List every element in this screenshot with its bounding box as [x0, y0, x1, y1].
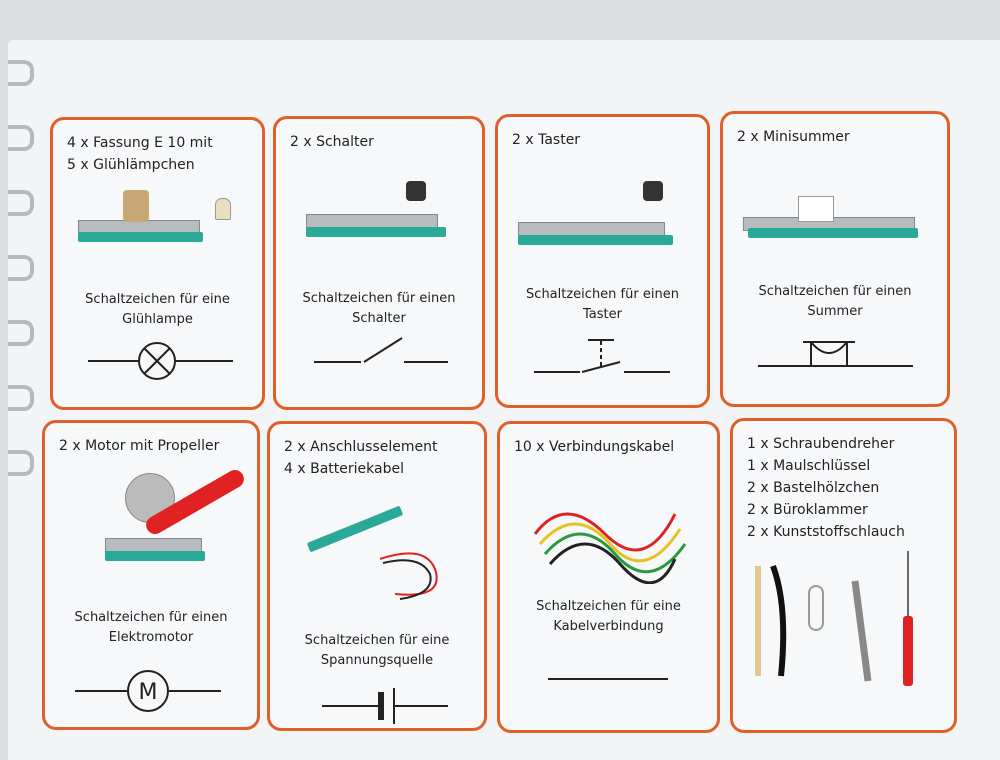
battery-symbol: [322, 688, 448, 724]
paper-clip-icon: [808, 585, 824, 631]
buzzer-symbol: [758, 341, 913, 367]
binding-ring: [8, 190, 34, 216]
card-title: 4 x Fassung E 10 mit 5 x Glühlämpchen: [67, 135, 213, 173]
pushbutton-symbol: [534, 339, 670, 373]
wire-symbol: [548, 678, 668, 680]
card-motor: 2 x Motor mit Propeller Schaltzeichen fü…: [42, 420, 260, 730]
tools-image: [755, 551, 913, 686]
card-title: 2 x Minisummer: [737, 129, 850, 145]
tube-icon: [770, 564, 787, 677]
binding-ring: [8, 385, 34, 411]
screwdriver-icon: [903, 616, 913, 686]
motor-symbol: M: [75, 670, 221, 712]
binding-ring: [8, 450, 34, 476]
card-connection-cables: 10 x Verbindungskabel Schaltzeichen für …: [497, 421, 720, 733]
cables-image: [533, 512, 687, 584]
binding-ring: [8, 125, 34, 151]
svg-text:M: M: [139, 680, 158, 705]
card-title: 2 x Anschlusselement 4 x Batteriekabel: [284, 439, 438, 477]
card-title: 1 x Schraubendreher 1 x Maulschlüssel 2 …: [747, 436, 905, 540]
card-title: 10 x Verbindungskabel: [514, 439, 675, 455]
card-title: 2 x Taster: [512, 132, 581, 148]
card-title: 2 x Schalter: [290, 134, 374, 150]
binding-ring: [8, 320, 34, 346]
card-tools: 1 x Schraubendreher 1 x Maulschlüssel 2 …: [730, 418, 957, 733]
wrench-icon: [851, 580, 872, 682]
card-connector-battery-cable: 2 x Anschlusselement 4 x Batteriekabel S…: [267, 421, 487, 731]
binding-ring: [8, 60, 34, 86]
lamp-symbol: [88, 342, 233, 380]
switch-symbol: [314, 337, 448, 363]
binding-ring: [8, 255, 34, 281]
craft-stick-icon: [755, 566, 761, 676]
card-title: 2 x Motor mit Propeller: [59, 438, 220, 454]
card-lamp-holder: 4 x Fassung E 10 mit 5 x Glühlämpchen Sc…: [50, 117, 265, 410]
